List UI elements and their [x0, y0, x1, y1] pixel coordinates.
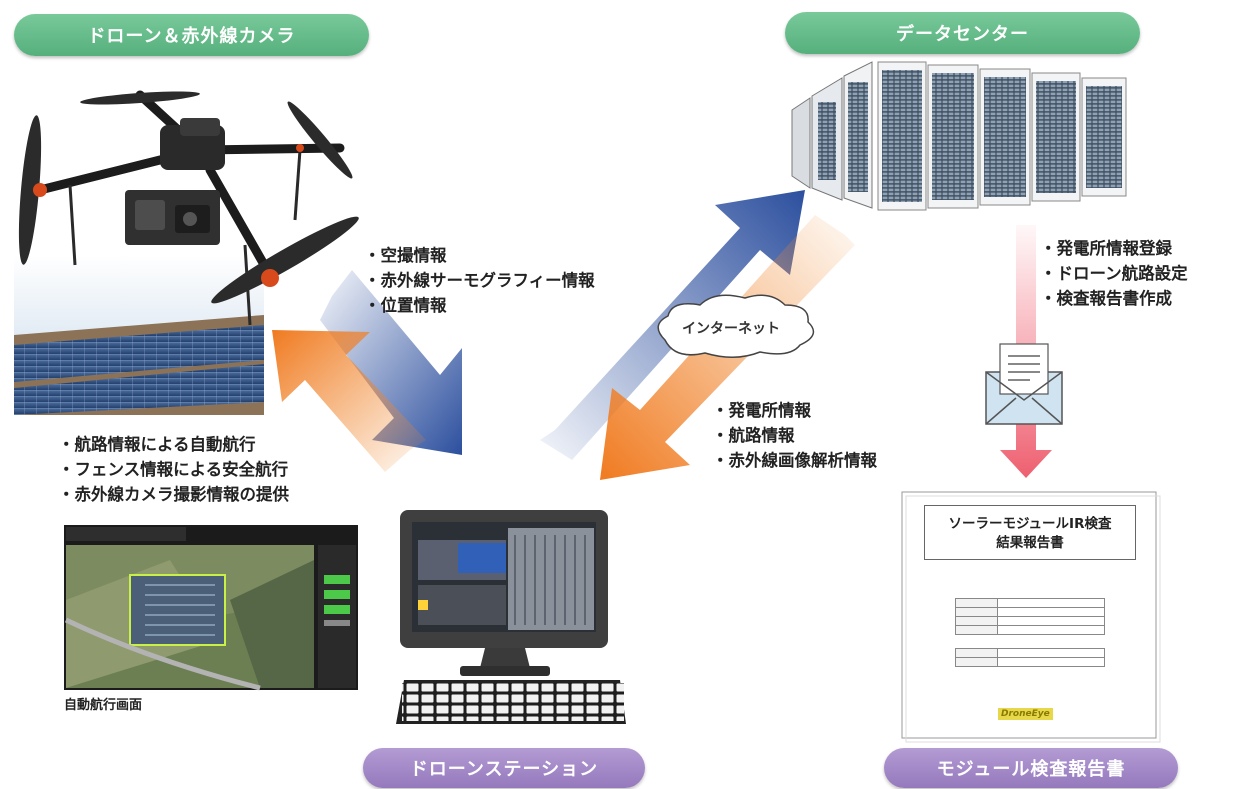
pill-drone-station: ドローンステーション: [363, 748, 645, 788]
list-item: 発電所情報登録: [1040, 236, 1188, 261]
datacenter-servers: [791, 61, 1127, 211]
screen-caption: 自動航行画面: [64, 698, 143, 713]
auto-navigation-screen: [64, 525, 358, 691]
internet-cloud: [657, 294, 815, 358]
list-item: 赤外線サーモグラフィー情報: [364, 268, 595, 293]
report-title-line1: ソーラーモジュールIR検査: [948, 516, 1112, 532]
pill-drone-camera: ドローン＆赤外線カメラ: [14, 14, 369, 56]
list-datacenter-to-station: 発電所情報 航路情報 赤外線画像解析情報: [712, 398, 878, 473]
list-station-to-drone: 航路情報による自動航行 フェンス情報による安全航行 赤外線カメラ撮影情報の提供: [58, 432, 290, 507]
list-drone-to-station: 空撮情報 赤外線サーモグラフィー情報 位置情報: [364, 243, 595, 318]
pill-module-report: モジュール検査報告書: [884, 748, 1178, 788]
report-info-table: [955, 598, 1106, 635]
pill-datacenter: データセンター: [785, 12, 1140, 54]
internet-label: インターネット: [682, 321, 780, 337]
list-item: ドローン航路設定: [1040, 261, 1188, 286]
list-item: 赤外線カメラ撮影情報の提供: [58, 482, 290, 507]
list-item: 位置情報: [364, 293, 595, 318]
list-item: 航路情報: [712, 423, 877, 448]
station-computer: [396, 510, 626, 724]
envelope-icon: [985, 343, 1063, 425]
list-datacenter-to-report: 発電所情報登録 ドローン航路設定 検査報告書作成: [1040, 236, 1188, 311]
list-item: 発電所情報: [712, 398, 877, 423]
list-item: 検査報告書作成: [1040, 286, 1188, 311]
report-title-line2: 結果報告書: [996, 535, 1064, 551]
arrow-drone-to-station: [320, 270, 462, 455]
list-item: フェンス情報による安全航行: [58, 457, 289, 482]
list-item: 赤外線画像解析情報: [712, 448, 878, 473]
list-item: 空撮情報: [364, 243, 595, 268]
report-title-box: ソーラーモジュールIR検査 結果報告書: [924, 505, 1136, 560]
arrow-station-to-drone: [272, 330, 426, 472]
drone-photo: [14, 90, 359, 415]
list-item: 航路情報による自動航行: [58, 432, 289, 457]
report-logo: DroneEye: [998, 708, 1053, 720]
report-date-table: [955, 648, 1106, 667]
